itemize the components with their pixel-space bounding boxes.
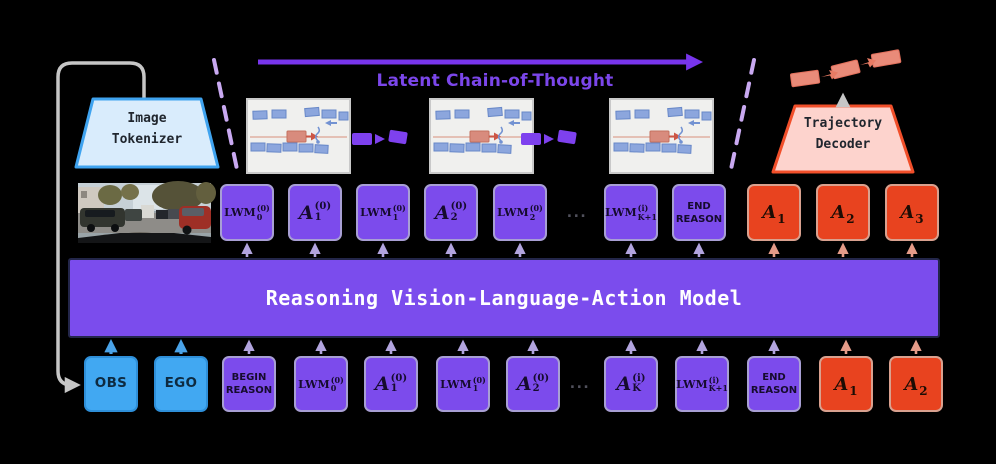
bottom-token-a1: A(0)1 — [364, 356, 418, 412]
token-label: END REASON — [750, 372, 798, 396]
mid-token-a2: A(0)2 — [424, 184, 478, 241]
token-label: END REASON — [675, 200, 723, 225]
token-label: LWM(i)K+1 — [676, 374, 728, 393]
mid-token-lwmK1: LWM(i)K+1 — [604, 184, 658, 241]
token-label: A(0)2 — [516, 372, 550, 395]
bottom-token-lwm1: LWM(0)1 — [436, 356, 490, 412]
trajectory-decoder-label: Trajectory Decoder — [803, 116, 883, 152]
arrows-model-to-mid-row — [241, 242, 918, 257]
token-label: OBS — [94, 375, 128, 392]
bottom-token-begin-reason: BEGIN REASON — [222, 356, 276, 412]
token-label: BEGIN REASON — [225, 372, 273, 396]
bev-scene-2 — [429, 98, 534, 174]
mid-token-lwm0: LWM(0)0 — [220, 184, 274, 241]
bottom-row-ellipsis: ... — [569, 376, 591, 392]
token-label: EGO — [164, 375, 198, 392]
token-label: A(0)1 — [374, 372, 408, 395]
bottom-token-lwm0: LWM(0)0 — [294, 356, 348, 412]
dashed-separator-left — [212, 58, 240, 176]
dashed-separator-right — [728, 58, 756, 176]
bottom-token-ego: EGO — [154, 356, 208, 412]
token-label: LWM(0)1 — [360, 203, 406, 222]
bev-scene-1 — [246, 98, 351, 174]
arrows-bottom-row-to-model — [104, 338, 922, 354]
bev-scene-3 — [609, 98, 714, 174]
token-label: A(i)K — [616, 372, 646, 395]
token-label: A(0)2 — [434, 201, 468, 224]
reasoning-vla-model-box: Reasoning Vision-Language-Action Model — [68, 258, 940, 338]
trajectory-output — [789, 49, 902, 108]
token-label: A(0)1 — [298, 201, 332, 224]
image-tokenizer-label: Image Tokenizer — [111, 111, 183, 147]
mid-token-lwm2: LWM(0)2 — [493, 184, 547, 241]
trajectory-decoder-trapezoid — [771, 104, 915, 174]
camera-image — [78, 181, 216, 243]
mid-token-lwm1: LWM(0)1 — [356, 184, 410, 241]
gray-feedback-wire — [56, 61, 146, 394]
reasoning-vla-model-title: Reasoning Vision-Language-Action Model — [265, 286, 743, 310]
token-label: LWM(0)0 — [224, 203, 270, 222]
token-label: LWM(0)2 — [497, 203, 543, 222]
mid-row-ellipsis: ... — [566, 205, 588, 221]
token-label: LWM(0)0 — [298, 374, 344, 393]
token-label: LWM(0)1 — [440, 374, 486, 393]
bottom-token-obs: OBS — [84, 356, 138, 412]
mid-token-a1: A(0)1 — [288, 184, 342, 241]
mid-token-end-reason: END REASON — [672, 184, 726, 241]
bottom-token-end-reason: END REASON — [747, 356, 801, 412]
bottom-token-lwmK1: LWM(i)K+1 — [675, 356, 729, 412]
image-tokenizer-trapezoid — [74, 97, 220, 169]
bottom-token-aK: A(i)K — [604, 356, 658, 412]
latent-transition-glyph-1 — [352, 130, 408, 145]
latent-cot-label: Latent Chain-of-Thought — [376, 71, 614, 91]
bottom-token-a2: A(0)2 — [506, 356, 560, 412]
token-label: LWM(i)K+1 — [605, 203, 657, 222]
